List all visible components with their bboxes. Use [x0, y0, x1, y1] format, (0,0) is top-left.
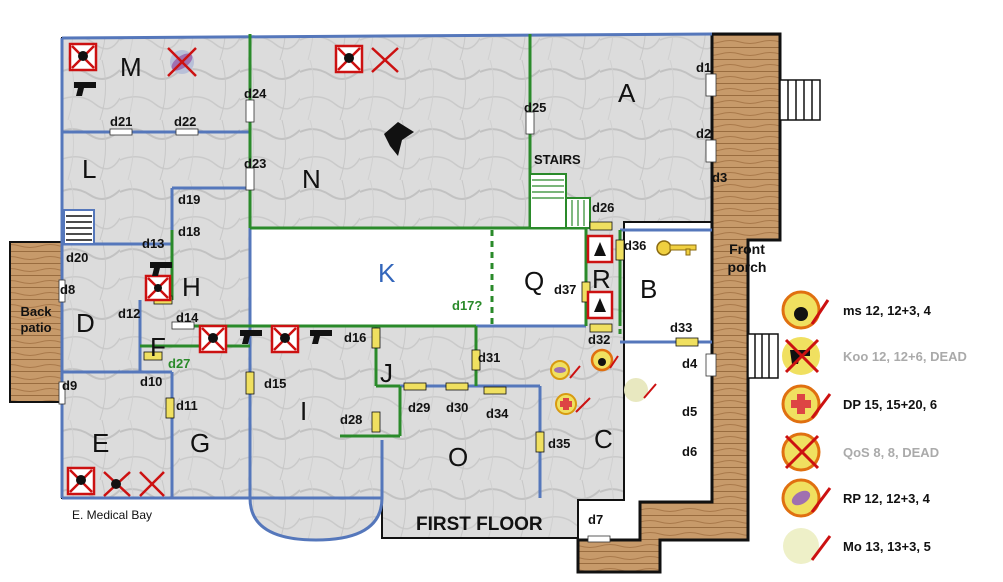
door-label-d1: d1: [696, 60, 712, 75]
legend-text: Mo 13, 13+3, 5: [843, 539, 931, 554]
floor: [61, 32, 713, 542]
stairs-l: [66, 215, 92, 241]
room-label-h: H: [182, 272, 201, 302]
room-label-a: A: [618, 78, 636, 108]
pill-token-icon: [167, 47, 197, 77]
legend-icons: [781, 290, 832, 564]
door-label-d18: d18: [178, 224, 201, 239]
door-label-d29: d29: [408, 400, 431, 415]
room-label-e: E: [92, 428, 110, 458]
legend-row-qos: QoS 8, 8, DEAD: [775, 432, 1000, 476]
door-label-d3: d3: [712, 170, 728, 185]
legend-row-ms: ms 12, 12+3, 4: [775, 290, 1000, 334]
room-label-k: K: [378, 258, 396, 288]
room-label-l: L: [82, 154, 97, 184]
door-markers: [58, 73, 717, 543]
room-label-n: N: [302, 164, 321, 194]
door-label-d20: d20: [66, 250, 89, 265]
pistol-icons: [74, 82, 332, 344]
door-label-d5: d5: [682, 404, 698, 419]
door-label-d15: d15: [264, 376, 287, 391]
legend-row-mo: Mo 13, 13+3, 5: [775, 526, 1000, 570]
door-label-d30: d30: [446, 400, 469, 415]
door-label-d22: d22: [174, 114, 197, 129]
door-label-d32: d32: [588, 332, 611, 347]
door-label-d17: d17?: [452, 298, 483, 313]
room-label-r: R: [592, 264, 611, 294]
door-label-d7: d7: [588, 512, 604, 527]
door-label-d16: d16: [344, 330, 367, 345]
door-label-d12: d12: [118, 306, 141, 321]
room-label-c: C: [594, 424, 613, 454]
stairs: [529, 173, 591, 229]
legend-text: QoS 8, 8, DEAD: [843, 445, 940, 460]
room-label-d: D: [76, 308, 95, 338]
silhouette-tokens: [76, 51, 354, 489]
door-label-d8: d8: [60, 282, 76, 297]
walls: [60, 32, 713, 500]
door-label-d13: d13: [142, 236, 165, 251]
r-room-tokens: [586, 234, 614, 320]
back-patio-label: Back patio: [20, 304, 52, 335]
room-label-f: F: [150, 332, 166, 362]
door-label-d36: d36: [624, 238, 647, 253]
door-label-d6: d6: [682, 444, 698, 459]
room-label-j: J: [380, 358, 393, 388]
room-label-m: M: [120, 52, 142, 82]
door-label-d4: d4: [682, 356, 698, 371]
hero-tokens-c: [550, 348, 657, 415]
enemy-icon: [384, 122, 414, 156]
front-porch: [576, 32, 821, 574]
legend-row-dp: DP 15, 15+20, 6: [775, 384, 1000, 428]
door-label-d10: d10: [140, 374, 163, 389]
legend-text: Koo 12, 12+6, DEAD: [843, 349, 967, 364]
room-label-i: I: [300, 396, 308, 426]
door-label-d37: d37: [554, 282, 577, 297]
door-label-d2: d2: [696, 126, 712, 141]
room-label-o: O: [448, 442, 469, 472]
door-label-d31: d31: [478, 350, 501, 365]
door-label-d26: d26: [592, 200, 615, 215]
floor-title: FIRST FLOOR: [416, 514, 543, 535]
door-label-d11: d11: [176, 398, 198, 413]
door-label-d35: d35: [548, 436, 571, 451]
door-label-d21: d21: [110, 114, 133, 129]
medical-bay-label: E. Medical Bay: [72, 508, 153, 522]
legend-row-rp: RP 12, 12+3, 4: [775, 478, 1000, 522]
door-label-d9: d9: [62, 378, 78, 393]
door-label-d24: d24: [244, 86, 267, 101]
door-label-d34: d34: [486, 406, 509, 421]
door-label-d14: d14: [176, 310, 199, 325]
door-label-d19: d19: [178, 192, 201, 207]
front-porch-label: Front porch: [727, 241, 767, 275]
door-label-d33: d33: [670, 320, 693, 335]
stairs-label: STAIRS: [534, 152, 581, 167]
back-patio: [9, 241, 63, 403]
legend-text: RP 12, 12+3, 4: [843, 491, 930, 506]
room-label-g: G: [190, 428, 211, 458]
door-label-d27: d27: [168, 356, 191, 371]
legend-row-koo: Koo 12, 12+6, DEAD: [775, 336, 1000, 380]
room-label-q: Q: [524, 266, 545, 296]
legend-text: ms 12, 12+3, 4: [843, 303, 931, 318]
room-label-b: B: [640, 274, 658, 304]
door-label-d25: d25: [524, 100, 547, 115]
legend-text: DP 15, 15+20, 6: [843, 397, 938, 412]
door-label-d28: d28: [340, 412, 363, 427]
key-icon: [656, 240, 697, 256]
door-label-d23: d23: [244, 156, 267, 171]
